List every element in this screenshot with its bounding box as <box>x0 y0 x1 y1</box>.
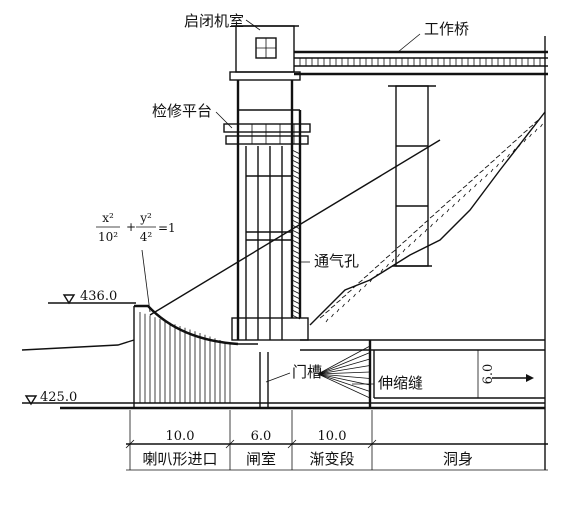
dimension-lines <box>125 350 548 471</box>
slope-lines <box>149 36 546 470</box>
service-bridge-label: 工作桥 <box>424 20 469 38</box>
inlet-structure <box>21 302 545 410</box>
dim-inlet-length: 10.0 <box>166 429 195 444</box>
section-inlet-label: 喇叭形进口 <box>142 450 217 468</box>
maintenance-platform <box>223 123 311 145</box>
hoist-room <box>229 25 301 81</box>
air-vent-label: 通气孔 <box>314 252 359 270</box>
gate-slot-label: 门槽 <box>292 363 322 381</box>
ellipse-equation: x² 10² + y² 4² =1 <box>96 211 176 244</box>
service-bridge <box>294 50 548 267</box>
dim-tunnel-height: 6.0 <box>481 364 496 385</box>
eq-term2-denominator: 4² <box>140 230 153 244</box>
bottom-elevation: 425.0 <box>40 390 77 405</box>
section-transition-label: 渐变段 <box>309 450 354 468</box>
gate-chamber-and-tunnel <box>231 317 545 408</box>
eq-term2-numerator: y² <box>139 211 152 225</box>
maintenance-platform-label: 检修平台 <box>152 102 212 120</box>
dim-gate-chamber-length: 6.0 <box>251 429 272 444</box>
leader-lines <box>141 19 421 385</box>
elevation-marker-436 <box>62 294 76 305</box>
svg-text:+: + <box>126 220 136 234</box>
eq-rhs: =1 <box>158 221 176 235</box>
dim-transition-length: 10.0 <box>318 429 347 444</box>
section-tunnel-label: 洞身 <box>443 450 473 468</box>
eq-term1-numerator: x² <box>102 211 114 225</box>
elevation-marker-425 <box>24 395 38 406</box>
hoist-room-label: 启闭机室 <box>184 12 244 30</box>
expansion-joint-label: 伸缩缝 <box>378 374 423 392</box>
tower-shaft <box>236 80 302 340</box>
water-level-elevation: 436.0 <box>80 289 117 304</box>
section-gate-chamber-label: 闸室 <box>246 450 276 468</box>
eq-term1-denominator: 10² <box>98 230 118 244</box>
